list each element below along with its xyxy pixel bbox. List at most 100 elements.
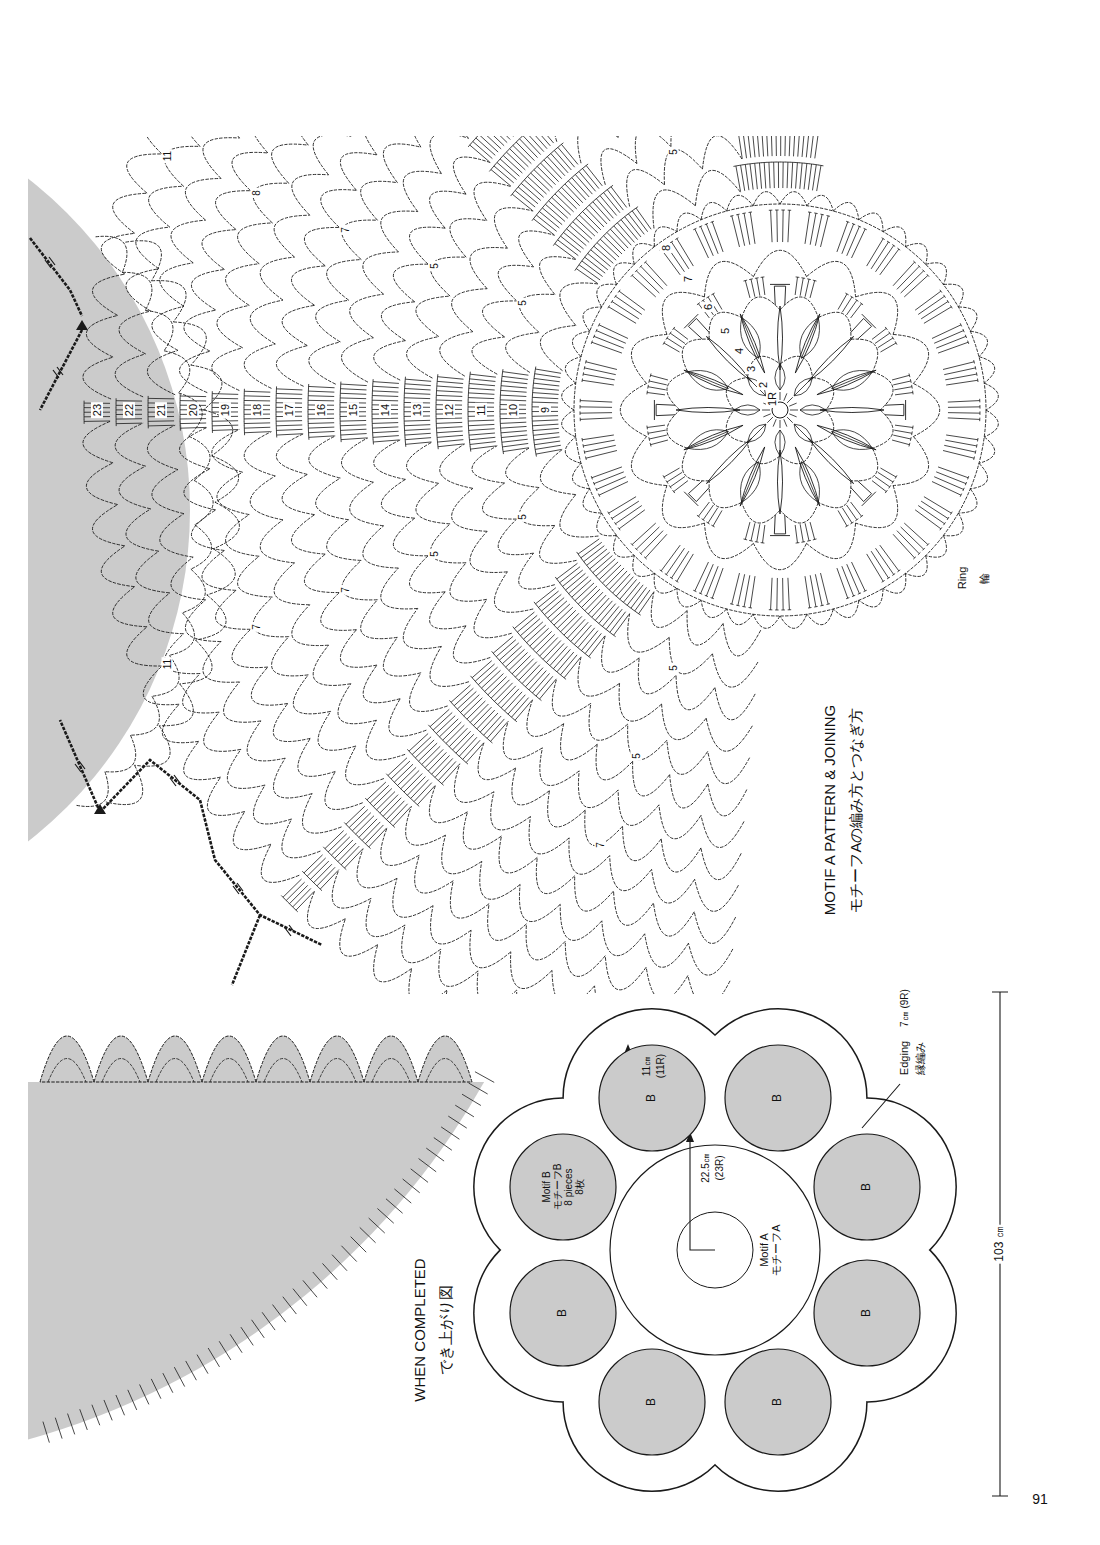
node-text-block: Motif AモチーフA [758, 1222, 782, 1277]
edging-arch [94, 1036, 148, 1082]
node-label: モチーフB [552, 1162, 563, 1213]
heading: WHEN COMPLETED [412, 1256, 429, 1403]
node-label: B [772, 1092, 785, 1104]
edging-arch [202, 1036, 256, 1082]
chain-loops [76, 236, 240, 806]
row-number: 4 [733, 346, 745, 356]
stitch-ticks [580, 210, 980, 610]
row-number: 16 [315, 402, 327, 418]
node-circle [725, 1045, 831, 1151]
node-circle [599, 1349, 705, 1455]
node-label: B [556, 1307, 569, 1319]
edging-arch [372, 1059, 410, 1083]
row-number: 6 [702, 302, 714, 312]
edging-arch [426, 1059, 464, 1083]
edging-arch [418, 1036, 472, 1082]
node-label: B [861, 1307, 874, 1319]
row-number: 18 [251, 402, 263, 418]
start-mark [94, 804, 106, 814]
chain-count: 5 [517, 298, 528, 308]
row-number: 22 [123, 402, 135, 418]
joining-chain [30, 238, 322, 985]
motif-b: B [812, 1132, 922, 1242]
page-number: 91 [1030, 1492, 1050, 1507]
node-label: Motif A [758, 1222, 770, 1277]
motif-b: B [812, 1258, 922, 1368]
node-circle [610, 1145, 820, 1355]
node-text-block: Motif BモチーフB8 pieces8枚 [541, 1162, 585, 1213]
motif-b: B [597, 1347, 707, 1457]
row-number: 2 [757, 380, 769, 390]
dimension-label: (23R) [714, 1153, 725, 1182]
row-number: 3 [745, 364, 757, 374]
motif-b-circle: Motif BモチーフB8 pieces8枚 [508, 1132, 618, 1242]
chain-count: 7 [251, 622, 262, 632]
dimension-label: (11R) [655, 1052, 666, 1080]
edging-arch [256, 1036, 310, 1082]
chain-count: 5 [517, 512, 528, 522]
chain-count: 5 [428, 549, 439, 559]
row-number: 1R [766, 390, 778, 408]
slip-mark [45, 257, 295, 936]
node-label: 8枚 [574, 1162, 585, 1213]
edging-arch [148, 1036, 202, 1082]
row-number: 17 [283, 402, 295, 418]
node-text-block: B [772, 1092, 785, 1104]
motif-b: B [723, 1347, 833, 1457]
row-number: 10 [507, 402, 519, 418]
start-mark [76, 320, 88, 330]
edging-arch [264, 1059, 302, 1083]
ring-label: Ring [956, 565, 968, 592]
heading: MOTIF A PATTERN & JOINING [822, 703, 839, 917]
stitch-ticks [43, 1072, 494, 1443]
edging-arch [364, 1036, 418, 1082]
node-text-block: B [861, 1181, 874, 1193]
joining-chains [30, 238, 322, 985]
node-circle [510, 1260, 616, 1366]
row-number: 21 [155, 402, 167, 418]
edging-arch [40, 1036, 94, 1082]
motif-center [562, 192, 999, 629]
row-number: 14 [379, 402, 391, 418]
ring-label: 輪 [978, 571, 990, 586]
heading: でき上がり図 [438, 1283, 455, 1377]
row-number: 12 [443, 402, 455, 418]
node-text-block: B [861, 1307, 874, 1319]
chain-count: 5 [668, 147, 679, 157]
node-label: モチーフA [770, 1222, 782, 1277]
dimension-label: 11㎝ [641, 1054, 652, 1078]
row-number: 7 [682, 274, 694, 284]
callout-label: Edging [898, 1039, 910, 1077]
chain-round [574, 204, 986, 616]
motif-b-part [0, 0, 581, 1467]
node-circle [814, 1260, 920, 1366]
motif-b: B [723, 1043, 833, 1153]
edging-arch [310, 1036, 364, 1082]
chain-loops [562, 192, 999, 629]
dimension-label: 7㎝ (9R) [899, 987, 910, 1029]
node-circle [599, 1045, 705, 1151]
chain-count: 11 [162, 149, 173, 163]
node-text-block: B [556, 1307, 569, 1319]
chain-count: 5 [631, 752, 642, 762]
dimension-label: 103 ㎝ [993, 1224, 1006, 1263]
chain-count: 5 [668, 663, 679, 673]
chain-count: 8 [251, 188, 262, 198]
chain-count: 5 [428, 262, 439, 272]
node-label: Motif B [541, 1162, 552, 1213]
row-number: 8 [660, 243, 672, 253]
row-number: 19 [219, 402, 231, 418]
chain-loops [83, 136, 838, 994]
node-text-block: B [645, 1396, 658, 1408]
node-label: B [861, 1181, 874, 1193]
callout-label: 縁編み [914, 1040, 926, 1077]
row-number: 15 [347, 402, 359, 418]
node-circle [510, 1134, 616, 1240]
chain-count: 7 [594, 840, 605, 850]
node-label: B [645, 1396, 658, 1408]
row-number: 20 [187, 402, 199, 418]
edging-arch [156, 1059, 194, 1083]
node-circle [814, 1134, 920, 1240]
completed-outline [475, 284, 956, 1490]
